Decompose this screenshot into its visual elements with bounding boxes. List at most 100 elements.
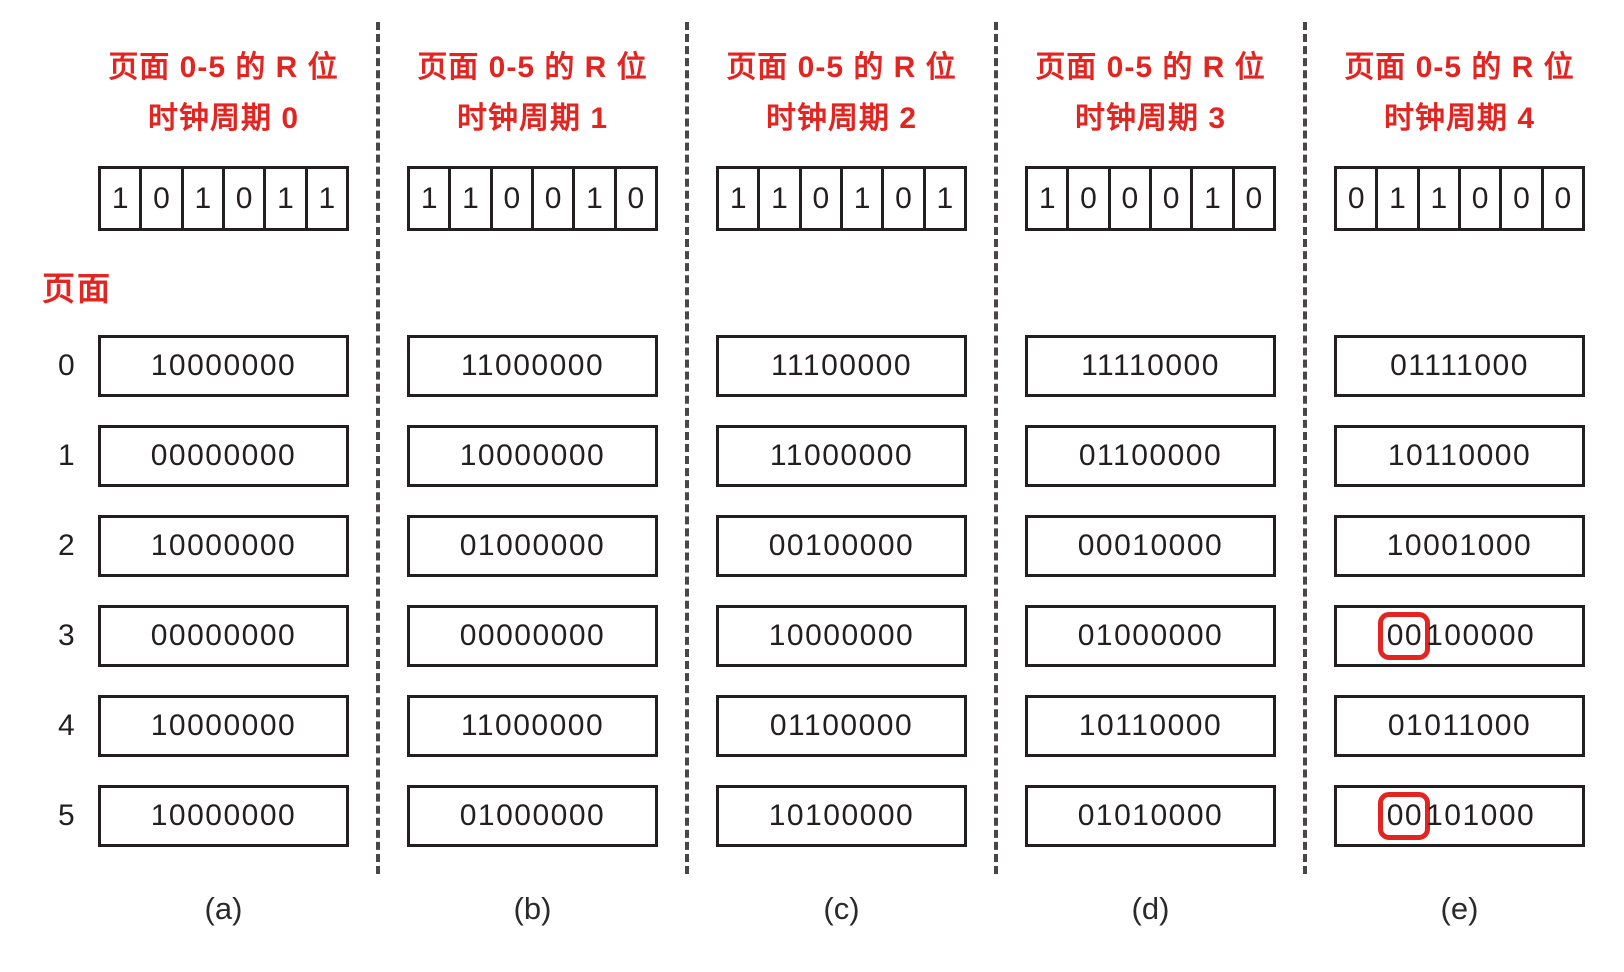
table-row: 11000000 — [716, 425, 967, 487]
counter-box: 00000000 — [407, 605, 658, 667]
table-row: 01010000 — [1025, 785, 1276, 847]
table-row: 10110000 — [1025, 695, 1276, 757]
r-bit-cell: 0 — [1457, 166, 1503, 231]
page-number: 3 — [58, 619, 75, 652]
counter-box: 01000000 — [407, 515, 658, 577]
table-row: 01100000 — [716, 695, 967, 757]
column-title: 页面 0-5 的 R 位时钟周期 4 — [1344, 42, 1574, 144]
r-bit-cell: 1 — [304, 166, 349, 231]
counter-box: 01011000 — [1334, 695, 1585, 757]
r-bit-cell: 0 — [881, 166, 926, 231]
r-bit-cell: 0 — [1540, 166, 1585, 231]
counter-box: 01000000 — [407, 785, 658, 847]
column-title-line1: 页面 0-5 的 R 位 — [417, 51, 648, 84]
counter-box: 10000000 — [98, 695, 349, 757]
counter-box: 10000000 — [98, 515, 349, 577]
r-bit-cell: 1 — [922, 166, 967, 231]
r-bit-cell: 0 — [798, 166, 843, 231]
table-row: 10001000 — [1334, 515, 1585, 577]
counter-box: 10000000 — [98, 335, 349, 397]
r-bit-cell: 0 — [1499, 166, 1544, 231]
counter-box: 01000000 — [1025, 605, 1276, 667]
table-row: 00100000 — [716, 515, 967, 577]
r-bit-cell: 0 — [613, 166, 658, 231]
column-letter-label: (e) — [1440, 891, 1479, 926]
r-bit-cell: 1 — [407, 166, 452, 231]
r-bit-cell: 1 — [839, 166, 885, 231]
counter-box: 10000000 — [98, 785, 349, 847]
counter-rows: 11100000 11000000 00100000 10000000 01100000… — [716, 335, 967, 847]
r-bit-cell: 0 — [1066, 166, 1111, 231]
counter-box: 01010000 — [1025, 785, 1276, 847]
table-row: 00000000 — [407, 605, 658, 667]
counter-box: 10000000 — [716, 605, 967, 667]
table-row: 11100000 — [716, 335, 967, 397]
counter-box: 11110000 — [1025, 335, 1276, 397]
r-bit-cell: 0 — [1148, 166, 1194, 231]
r-bit-cell: 1 — [1375, 166, 1420, 231]
column-separator — [994, 22, 998, 874]
column-letter-label: (c) — [823, 891, 860, 926]
column-title: 页面 0-5 的 R 位时钟周期 3 — [1035, 42, 1265, 144]
table-row: 01111000 — [1334, 335, 1585, 397]
counter-box: 10110000 — [1334, 425, 1585, 487]
column-title-line1: 页面 0-5 的 R 位 — [726, 51, 957, 84]
counter-box: 00100000 — [716, 515, 967, 577]
counter-box: 01100000 — [1025, 425, 1276, 487]
column-separator — [376, 22, 380, 874]
r-bit-cell: 0 — [221, 166, 267, 231]
table-row: 10100000 — [716, 785, 967, 847]
table-row: 11000000 — [407, 335, 658, 397]
r-bit-cell: 1 — [1416, 166, 1461, 231]
counter-box: 11000000 — [407, 335, 658, 397]
r-bit-cell: 1 — [98, 166, 143, 231]
column-title-line1: 页面 0-5 的 R 位 — [108, 51, 339, 84]
highlight-ring: 00 — [1377, 792, 1431, 840]
table-row: 10110000 — [1334, 425, 1585, 487]
counter-rows: 11000000 10000000 01000000 00000000 11000000… — [407, 335, 658, 847]
table-row: 10000000 — [407, 425, 658, 487]
table-row: 11000000 — [407, 695, 658, 757]
r-bit-cell: 1 — [1190, 166, 1235, 231]
column-title-line2: 时钟周期 1 — [456, 102, 609, 135]
r-bit-cell: 1 — [716, 166, 761, 231]
column-title-line2: 时钟周期 2 — [765, 102, 918, 135]
r-bit-cell: 1 — [572, 166, 617, 231]
table-row: 01000000 — [407, 785, 658, 847]
table-row: 1 00000000 — [58, 425, 349, 487]
counter-box: 01111000 — [1334, 335, 1585, 397]
column-letter-label: (b) — [513, 891, 552, 926]
r-bit-cell: 1 — [180, 166, 225, 231]
r-bit-cell: 0 — [1334, 166, 1379, 231]
column-title-line2: 时钟周期 4 — [1383, 102, 1536, 135]
page-number: 2 — [58, 529, 75, 562]
r-bit-cell: 0 — [1231, 166, 1276, 231]
page-number: 5 — [58, 799, 75, 832]
column-letter-label: (d) — [1131, 891, 1170, 926]
r-bit-cell: 0 — [489, 166, 534, 231]
page-number: 4 — [58, 709, 75, 742]
counter-box: 10001000 — [1334, 515, 1585, 577]
column-title: 页面 0-5 的 R 位时钟周期 0 — [108, 42, 338, 144]
counter-box: 00000000 — [98, 425, 349, 487]
column-title-line2: 时钟周期 3 — [1074, 102, 1227, 135]
page-number: 1 — [58, 439, 75, 472]
column-title: 页面 0-5 的 R 位时钟周期 1 — [417, 42, 647, 144]
column-title: 页面 0-5 的 R 位时钟周期 2 — [726, 42, 956, 144]
r-bit-cell: 1 — [1025, 166, 1070, 231]
r-bit-cell: 0 — [1107, 166, 1152, 231]
